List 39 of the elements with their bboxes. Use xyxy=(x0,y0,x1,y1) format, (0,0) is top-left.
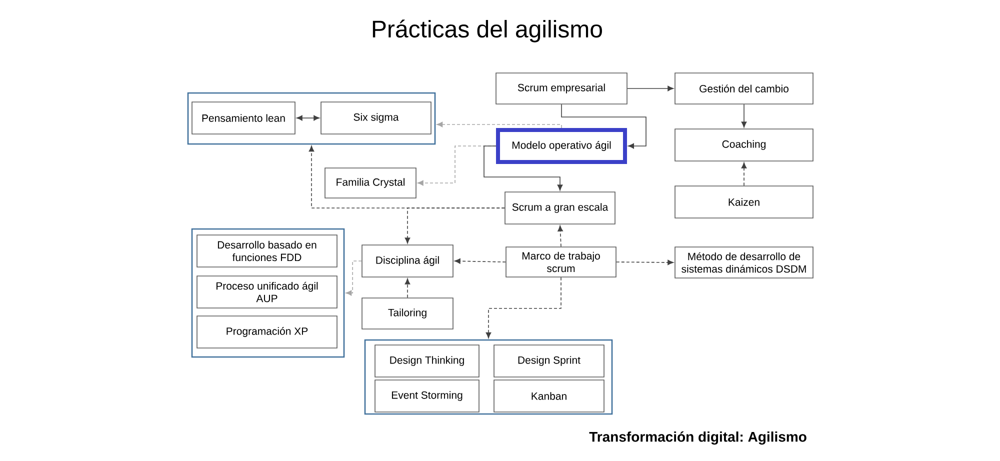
caption: Transformación digital: Agilismo xyxy=(589,431,806,445)
title: Prácticas del agilismo xyxy=(372,20,602,42)
text-box: Coaching xyxy=(674,128,814,162)
text-box: Método de desarrollo de sistemas dinámicos DSDM xyxy=(674,246,814,278)
dashed-arrow xyxy=(436,122,562,128)
dashed-arrow xyxy=(616,260,674,266)
text-box: Proceso unificado ágil AUP xyxy=(196,276,338,308)
dashed-arrow xyxy=(741,162,747,186)
text-box: Scrum a gran escala xyxy=(504,192,616,224)
text-box: Design Thinking xyxy=(374,344,480,378)
double-arrow xyxy=(296,115,320,121)
text-box: Desarrollo basado en funciones FDD xyxy=(196,234,338,268)
arrow xyxy=(484,146,563,191)
highlighted-box: Modelo operativo ágil xyxy=(496,128,627,164)
text-box: Six sigma xyxy=(320,102,432,134)
dashed-arrow xyxy=(558,225,563,247)
text-box: Pensamiento lean xyxy=(192,102,296,134)
dashed-arrow xyxy=(486,277,562,338)
text-box: Kanban xyxy=(494,380,604,412)
text-box: Tailoring xyxy=(362,298,454,330)
text-box: Kaizen xyxy=(674,186,814,218)
dashed-arrow xyxy=(346,260,362,296)
text-box: Marco de trabajo scrum xyxy=(506,246,616,278)
group-box xyxy=(187,92,436,145)
text-box: Familia Crystal xyxy=(324,168,416,198)
text-box: Disciplina ágil xyxy=(362,244,454,278)
arrow xyxy=(741,104,747,128)
dashed-arrow xyxy=(454,258,506,264)
arrow xyxy=(561,104,646,149)
arrow xyxy=(627,86,674,92)
group-box xyxy=(191,228,345,358)
text-box: Scrum empresarial xyxy=(496,72,628,104)
text-box: Gestión del cambio xyxy=(674,72,814,104)
dashed-arrow xyxy=(404,208,505,244)
dashed-arrow xyxy=(404,278,410,298)
text-box: Event Storming xyxy=(374,380,480,412)
text-box: Programación XP xyxy=(196,316,338,348)
text-box: Design Sprint xyxy=(494,344,604,378)
group-box xyxy=(364,339,613,415)
